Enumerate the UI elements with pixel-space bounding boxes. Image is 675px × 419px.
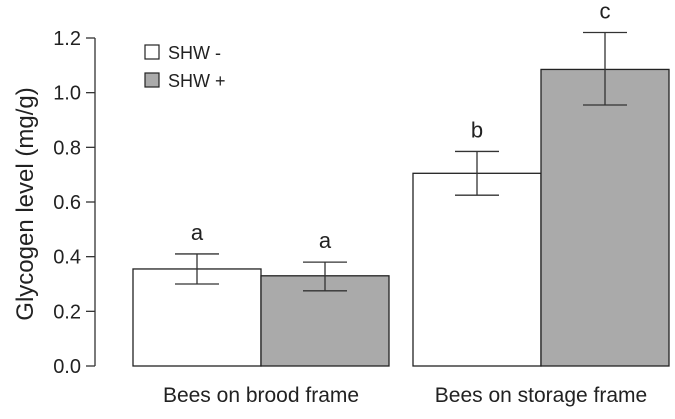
legend: SHW - SHW + xyxy=(144,43,226,91)
y-tick-label: 0.0 xyxy=(53,356,81,378)
y-tick-label: 1.0 xyxy=(53,83,81,105)
y-tick-label: 0.4 xyxy=(53,247,81,269)
bar xyxy=(540,68,670,367)
y-tick-label: 0.2 xyxy=(53,301,81,323)
significance-letter: a xyxy=(319,228,332,253)
significance-letters-group: a a b c xyxy=(191,0,611,253)
legend-swatch xyxy=(144,44,160,60)
x-category-label: Bees on storage frame xyxy=(435,384,647,407)
legend-label: SHW + xyxy=(168,71,226,91)
bars-group xyxy=(132,68,670,367)
legend-label: SHW - xyxy=(168,43,221,63)
legend-swatch xyxy=(144,72,160,88)
y-tick-label: 0.8 xyxy=(53,137,81,159)
significance-letter: c xyxy=(600,0,611,24)
y-axis: 0.0 0.2 0.4 0.6 0.8 1.0 1.2 xyxy=(53,28,96,378)
x-category-label: Bees on brood frame xyxy=(163,384,359,407)
error-bars-group xyxy=(175,31,627,292)
significance-letter: a xyxy=(191,220,204,245)
bar xyxy=(132,268,262,367)
y-axis-label: Glycogen level (mg/g) xyxy=(12,87,39,320)
significance-letter: b xyxy=(471,117,483,142)
y-tick-label: 1.2 xyxy=(53,28,81,50)
x-axis-labels: Bees on brood frame Bees on storage frame xyxy=(163,384,647,407)
bar xyxy=(412,172,542,367)
y-tick-label: 0.6 xyxy=(53,192,81,214)
